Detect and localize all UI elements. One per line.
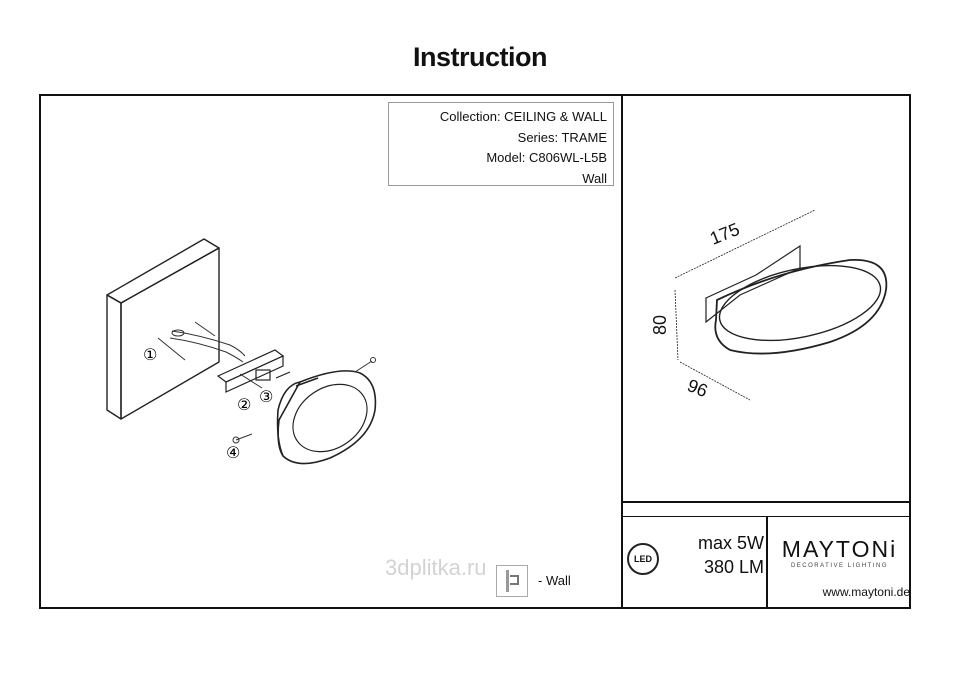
power-spec: max 5W — [697, 533, 764, 553]
series-text: Series: TRAME — [517, 129, 607, 145]
model-text: Model: C806WL-L5B — [486, 150, 607, 165]
page-title: Instruction — [413, 42, 548, 72]
collection-text: Collection: CEILING & WALL — [439, 109, 607, 124]
step-3-marker: ③ — [259, 387, 273, 406]
brand-tagline: DECORATIVE LIGHTING — [790, 563, 889, 569]
divider-horizontal — [621, 501, 911, 503]
divider-vertical — [621, 94, 623, 609]
dimension-height: 80 — [650, 315, 670, 335]
brand-url[interactable]: www.maytoni.de — [822, 585, 910, 599]
divider-brand — [766, 516, 768, 609]
screw-shape — [232, 357, 376, 444]
led-icon: LED — [627, 543, 659, 575]
dimension-depth: 96 — [685, 375, 711, 401]
watermark-text: 3dplitka.ru — [385, 555, 487, 580]
wall-legend-label: - Wall — [538, 573, 571, 588]
mount-text: Wall — [582, 170, 607, 186]
lamp-body-shape — [276, 370, 377, 465]
bracket-shape — [216, 349, 291, 393]
product-info-box: Collection: CEILING & WALL Series: TRAME… — [388, 102, 614, 186]
wall-mount-icon — [496, 565, 528, 597]
step-2-marker: ② — [237, 395, 251, 414]
step-1-marker: ① — [143, 345, 157, 364]
step-4-marker: ④ — [226, 443, 240, 462]
wall-plate-shape — [106, 238, 220, 420]
dimension-length: 175 — [707, 219, 742, 249]
instruction-frame — [39, 94, 911, 609]
dimension-drawing — [674, 209, 888, 401]
wires-shape — [157, 321, 263, 389]
brand-logo: MAYTONi — [781, 536, 898, 562]
lumen-spec: 380 LM — [703, 557, 764, 577]
